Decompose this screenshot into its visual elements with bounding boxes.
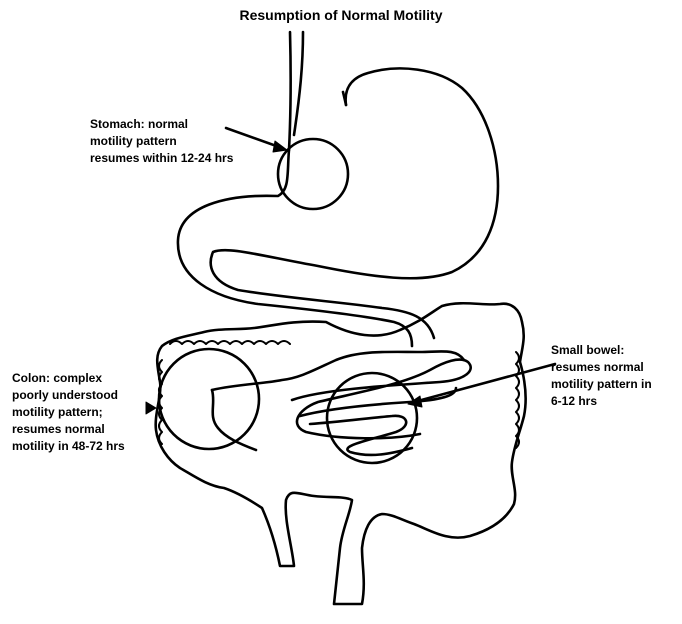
stomach-label-line-1: Stomach: normal <box>90 116 233 133</box>
colon-label-line-5: motility in 48-72 hrs <box>12 438 125 455</box>
colon-haustra-right <box>516 352 519 448</box>
colon-label-line-3: motility pattern; <box>12 404 125 421</box>
small-bowel-loop-outer <box>292 360 471 439</box>
colon-haustra-top <box>170 341 290 344</box>
small-bowel-label-line-2: resumes normal <box>551 359 652 376</box>
stomach-label: Stomach: normal motility pattern resumes… <box>90 116 233 167</box>
colon-label-line-4: resumes normal <box>12 421 125 438</box>
small-bowel-label-line-3: motility pattern in <box>551 376 652 393</box>
stomach-outer-curve <box>211 68 498 338</box>
esophagus-right-wall <box>294 32 303 135</box>
colon-label-line-1: Colon: complex <box>12 370 125 387</box>
small-bowel-label-line-4: 6-12 hrs <box>551 393 652 410</box>
small-bowel-label-line-1: Small bowel: <box>551 342 652 359</box>
stomach-label-line-2: motility pattern <box>90 133 233 150</box>
colon-label-line-2: poorly understood <box>12 387 125 404</box>
stomach-label-line-3: resumes within 12-24 hrs <box>90 150 233 167</box>
colon-arrow <box>146 402 156 414</box>
stomach-inner-curve <box>178 150 412 346</box>
colon-label: Colon: complex poorly understood motilit… <box>12 370 125 455</box>
esophagus-left-wall <box>289 32 291 150</box>
stomach-arrow <box>226 128 287 152</box>
colon-highlight-circle <box>159 349 259 449</box>
small-bowel-label: Small bowel: resumes normal motility pat… <box>551 342 652 410</box>
